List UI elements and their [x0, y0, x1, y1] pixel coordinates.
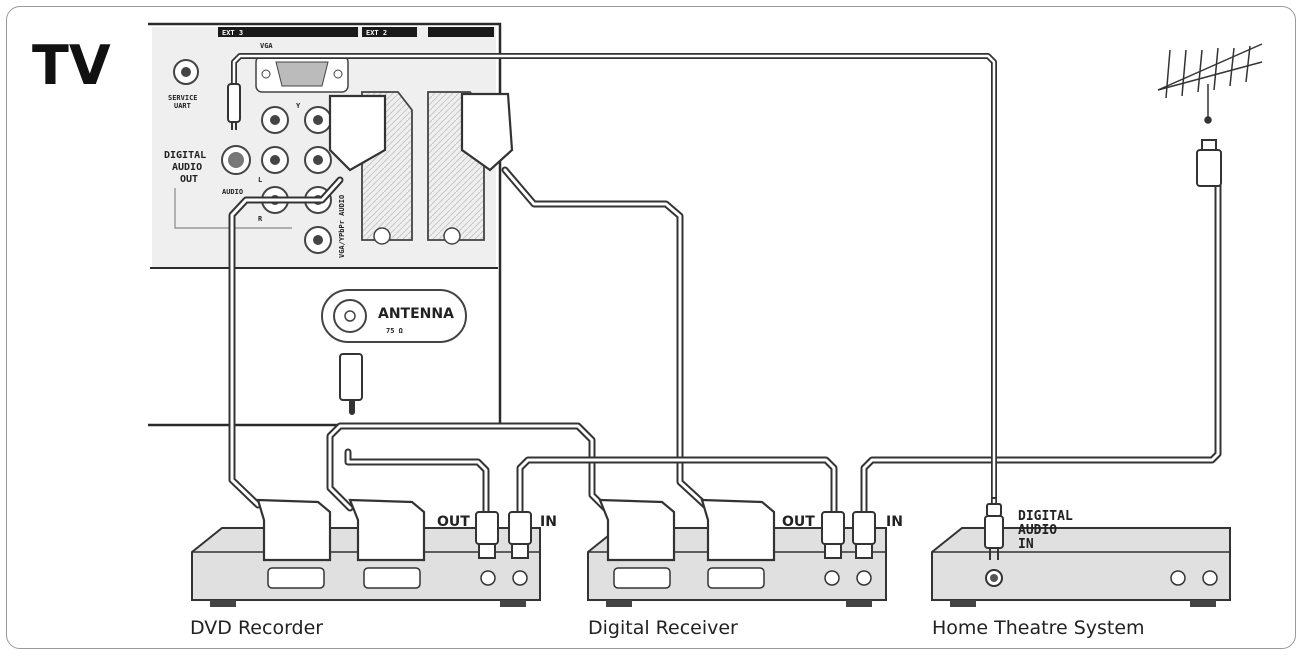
hts-input-line2: AUDIO [1018, 523, 1057, 538]
digital-audio-out-line1: DIGITAL [164, 150, 206, 161]
diagram-frame [6, 6, 1296, 649]
receiver-out-label: OUT [782, 514, 815, 530]
digital-audio-out-line2: AUDIO [172, 162, 202, 173]
vga-label: VGA [260, 42, 273, 50]
vga-ypbpr-audio-label: VGA/YPbPr AUDIO [338, 195, 346, 258]
audio-ports [261, 106, 332, 254]
rf-cable-receiver-antenna [860, 182, 1222, 516]
audio-label: AUDIO [222, 188, 243, 196]
digital-audio-out-line3: OUT [180, 174, 198, 185]
antenna-label: ANTENNA [378, 306, 454, 322]
hts-input-line3: IN [1018, 537, 1034, 552]
hts-input-line1: DIGITAL [1018, 509, 1073, 524]
antenna-socket [321, 289, 467, 343]
digital-receiver-device [587, 498, 887, 607]
rf-cable-dvd-receiver [516, 456, 838, 516]
y-label: Y [296, 102, 301, 110]
scart-cable-dvd-ext3 [228, 176, 344, 509]
scart-cable-receiver-ext2 [501, 166, 709, 509]
uart-label: UART [174, 102, 191, 110]
service-label: SERVICE [168, 94, 198, 102]
rf-cable-tv-dvd [344, 397, 490, 516]
audio-l-label: L [258, 176, 262, 184]
audio-r-label: R [258, 215, 263, 223]
tv-back-panel: EXT 3 EXT 2 VGA SERVICE UART DIGITAL AUD… [148, 22, 502, 427]
antenna-ohm-label: 75 Ω [386, 327, 403, 335]
digital-receiver-caption: Digital Receiver [588, 617, 738, 639]
home-theatre-caption: Home Theatre System [932, 617, 1145, 639]
dvd-recorder-caption: DVD Recorder [190, 617, 323, 639]
receiver-in-label: IN [886, 514, 903, 530]
digital-audio-cable [231, 53, 997, 507]
service-uart-port [173, 59, 199, 85]
dvd-in-label: IN [540, 514, 557, 530]
outdoor-antenna-icon [1157, 43, 1263, 187]
home-theatre-device [931, 497, 1231, 607]
cables [228, 53, 1222, 516]
ext2-label: EXT 2 [366, 29, 387, 37]
tv-side-plugs [227, 83, 514, 401]
dvd-out-label: OUT [437, 514, 470, 530]
vga-port [255, 55, 349, 93]
dvd-recorder-device [191, 498, 541, 607]
digital-audio-out-port [221, 145, 251, 175]
ext3-label: EXT 3 [222, 29, 243, 37]
tv-title: TV [32, 34, 111, 97]
scart-cable-dvd-receiver [326, 422, 609, 512]
